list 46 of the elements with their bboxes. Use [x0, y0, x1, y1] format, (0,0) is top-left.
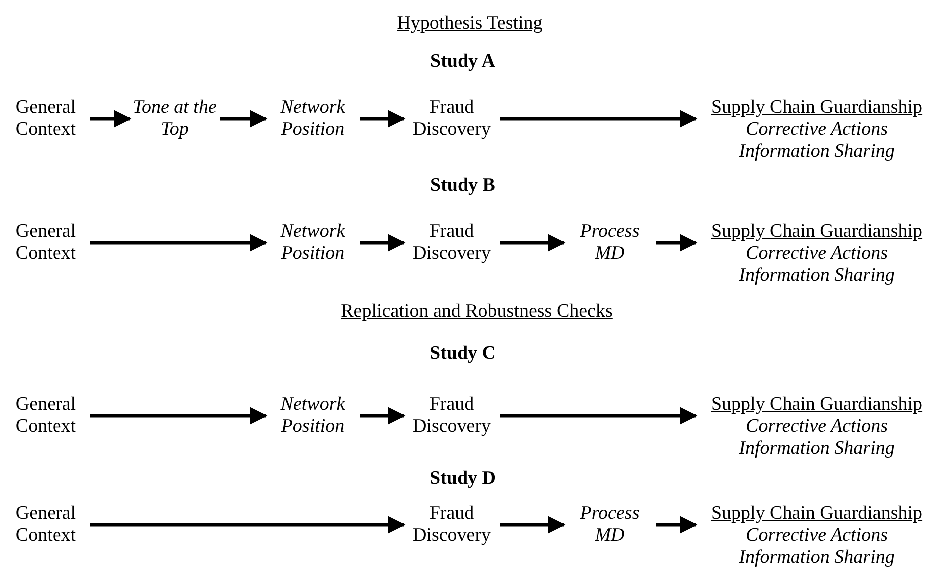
- study-heading: Study A: [430, 50, 496, 74]
- concept-label: General Context: [14, 394, 78, 438]
- arrow: [500, 407, 698, 425]
- outcome-item: Corrective Actions: [746, 119, 888, 141]
- outcome-item: Information Sharing: [739, 265, 895, 287]
- arrow: [500, 110, 698, 128]
- outcome-heading: Supply Chain Guardianship: [711, 503, 923, 525]
- study-heading: Study C: [430, 342, 496, 366]
- concept-label: Process MD: [579, 221, 641, 265]
- arrow: [656, 516, 698, 534]
- section-heading: Replication and Robustness Checks: [341, 300, 613, 324]
- outcome-item: Information Sharing: [739, 438, 895, 460]
- section-heading: Hypothesis Testing: [397, 12, 543, 36]
- concept-label: Fraud Discovery: [412, 97, 492, 141]
- arrow: [360, 407, 406, 425]
- concept-label: Network Position: [280, 394, 346, 438]
- arrow: [360, 234, 406, 252]
- concept-label: General Context: [14, 221, 78, 265]
- arrow: [220, 110, 268, 128]
- outcome-heading: Supply Chain Guardianship: [711, 97, 923, 119]
- arrow: [656, 234, 698, 252]
- concept-label: Network Position: [280, 97, 346, 141]
- arrow: [500, 516, 566, 534]
- concept-label: Fraud Discovery: [412, 394, 492, 438]
- outcome-item: Corrective Actions: [746, 416, 888, 438]
- outcome-item: Corrective Actions: [746, 525, 888, 547]
- arrow: [90, 234, 268, 252]
- arrow: [360, 110, 406, 128]
- concept-label: Process MD: [579, 503, 641, 547]
- outcome-item: Information Sharing: [739, 141, 895, 163]
- arrow: [90, 516, 406, 534]
- outcome-item: Corrective Actions: [746, 243, 888, 265]
- arrow: [500, 234, 566, 252]
- arrow: [90, 110, 132, 128]
- study-heading: Study D: [430, 467, 496, 491]
- study-heading: Study B: [430, 174, 496, 198]
- outcome-heading: Supply Chain Guardianship: [711, 394, 923, 416]
- concept-label: General Context: [14, 97, 78, 141]
- concept-label: Fraud Discovery: [412, 503, 492, 547]
- concept-label: Network Position: [280, 221, 346, 265]
- arrow: [90, 407, 268, 425]
- outcome-item: Information Sharing: [739, 547, 895, 569]
- concept-label: General Context: [14, 503, 78, 547]
- outcome-heading: Supply Chain Guardianship: [711, 221, 923, 243]
- concept-label: Tone at the Top: [132, 97, 218, 141]
- concept-label: Fraud Discovery: [412, 221, 492, 265]
